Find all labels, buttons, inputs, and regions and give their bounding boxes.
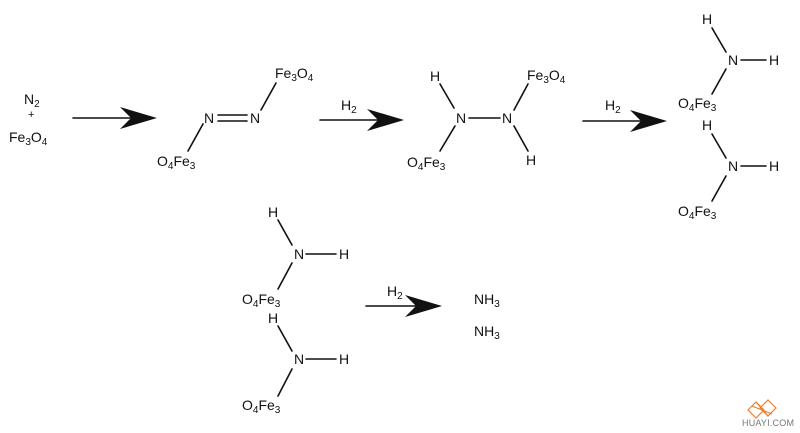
atom-n: N xyxy=(728,52,739,68)
atom-n: N xyxy=(294,246,305,262)
bond-n-fe-upper xyxy=(260,82,277,111)
atom-h: H xyxy=(430,68,441,84)
arrow-3-head xyxy=(630,110,667,132)
atom-h: H xyxy=(702,117,713,133)
bond-fe-n-3a xyxy=(711,68,727,95)
fe3o4-label: Fe3O4 xyxy=(527,67,566,86)
nh3-product: NH3 xyxy=(474,291,500,310)
arrow-1-head xyxy=(120,107,157,129)
bond-fe-n-left xyxy=(439,125,456,152)
atom-h: H xyxy=(769,52,780,68)
atom-h: H xyxy=(268,204,279,220)
h2-label: H2 xyxy=(387,283,403,302)
atom-n: N xyxy=(204,110,215,126)
fe3o4-label: Fe3O4 xyxy=(275,65,314,84)
bond-fe-n-3b xyxy=(711,175,727,202)
atom-h: H xyxy=(268,310,279,326)
bond-h-n-3b xyxy=(711,133,727,159)
bond-h-n-4b xyxy=(277,325,293,352)
reactant-n2: N2 xyxy=(24,91,40,110)
o4fe3-label: O4Fe3 xyxy=(407,154,446,173)
o4fe3-label: O4Fe3 xyxy=(157,153,196,172)
watermark-logo-icon xyxy=(747,399,777,419)
atom-h: H xyxy=(702,11,713,27)
o4fe3-label: O4Fe3 xyxy=(242,397,281,416)
o4fe3-label: O4Fe3 xyxy=(242,291,281,310)
bond-n-h-right xyxy=(513,125,529,152)
h2-label: H2 xyxy=(605,97,621,116)
nh3-product: NH3 xyxy=(474,323,500,342)
reactant-plus: + xyxy=(28,109,35,121)
o4fe3-label: O4Fe3 xyxy=(678,95,717,114)
watermark-text: HUAYI.COM xyxy=(742,418,795,428)
bond-fe-n-lower xyxy=(187,123,204,152)
bond-n-fe-right xyxy=(513,83,529,111)
atom-n: N xyxy=(728,158,739,174)
atom-n: N xyxy=(294,351,305,367)
atom-h: H xyxy=(526,152,537,168)
atom-h: H xyxy=(769,158,780,174)
reactant-fe3o4: Fe3O4 xyxy=(9,129,48,148)
bond-fe-n-4b xyxy=(277,368,293,397)
h2-label: H2 xyxy=(341,97,357,116)
bond-fe-n-4a xyxy=(277,262,293,290)
bond-h-n-left xyxy=(439,83,455,109)
atom-h: H xyxy=(339,351,350,367)
atom-n: N xyxy=(456,110,467,126)
arrow-2-head xyxy=(367,109,404,131)
arrow-4-head xyxy=(405,295,442,317)
bond-h-n-4a xyxy=(277,219,293,246)
atom-h: H xyxy=(339,246,350,262)
o4fe3-label: O4Fe3 xyxy=(678,203,717,222)
atom-n: N xyxy=(250,110,261,126)
atom-n: N xyxy=(502,110,513,126)
bond-h-n-3a xyxy=(711,27,727,53)
